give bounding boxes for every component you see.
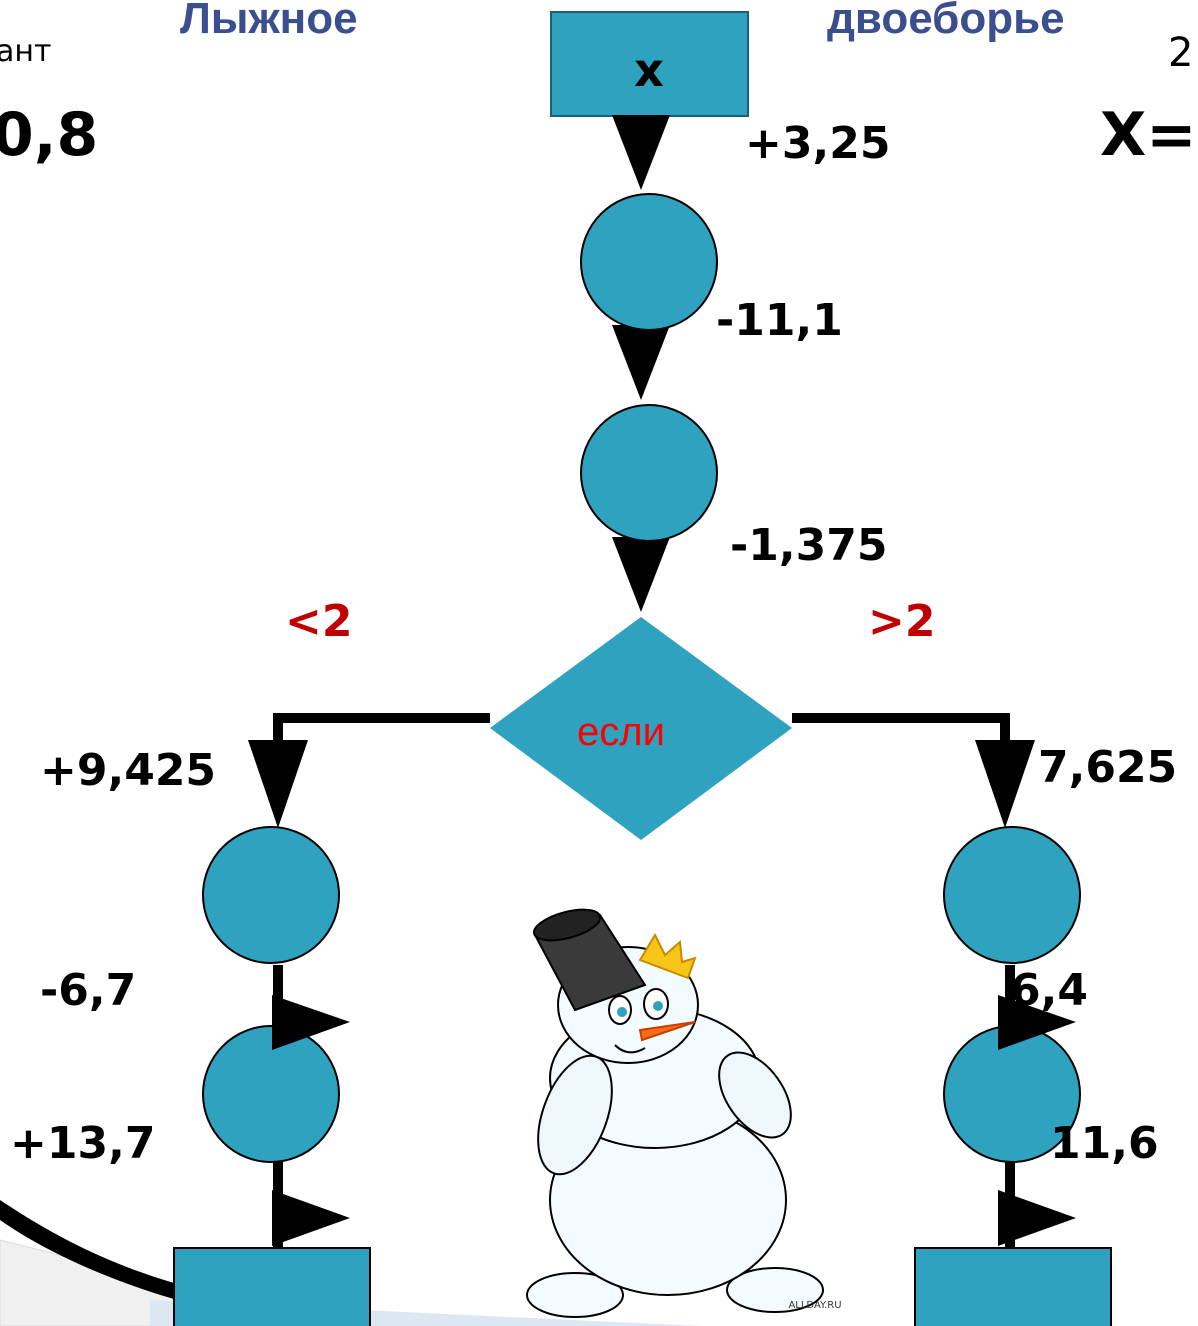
left-operation-label-2: -6,7 bbox=[40, 965, 137, 1016]
title-left: Лыжное bbox=[180, 0, 358, 43]
condition-right: >2 bbox=[868, 596, 936, 647]
right-branch-line bbox=[792, 713, 1010, 760]
watermark-text: ALLDAY.RU bbox=[788, 1300, 841, 1311]
decision-diamond bbox=[490, 617, 792, 840]
value-right-partial: X= bbox=[1100, 100, 1197, 170]
operation-circle-2 bbox=[580, 404, 718, 542]
operation-circle-1 bbox=[580, 193, 718, 331]
arrow-left-side-2 bbox=[272, 1190, 350, 1246]
right-operation-label-2: 6,4 bbox=[1010, 965, 1088, 1016]
snowman-illustration bbox=[526, 908, 824, 1318]
title-right: двоеборье bbox=[827, 0, 1065, 43]
start-box bbox=[550, 11, 749, 117]
left-operation-label-1: +9,425 bbox=[40, 745, 217, 796]
right-result-box bbox=[914, 1247, 1112, 1326]
decision-label: если bbox=[577, 710, 665, 754]
operation-label-3: -1,375 bbox=[730, 520, 888, 571]
right-operation-label-1: 7,625 bbox=[1038, 742, 1178, 793]
left-circle-2 bbox=[202, 1025, 340, 1163]
right-circle-1 bbox=[943, 826, 1081, 964]
arrow-right-branch bbox=[975, 740, 1035, 828]
arrow-down-2 bbox=[612, 325, 670, 400]
corner-left-partial-text: ант bbox=[0, 34, 52, 69]
arrow-left-branch bbox=[248, 740, 308, 828]
value-left-partial: 0,8 bbox=[0, 100, 99, 170]
left-operation-label-3: +13,7 bbox=[10, 1118, 156, 1169]
arrow-left-side-1 bbox=[272, 995, 350, 1050]
arrow-down-1 bbox=[612, 115, 670, 190]
arrow-right-side-2 bbox=[998, 1190, 1076, 1246]
operation-label-1: +3,25 bbox=[745, 118, 891, 169]
corner-right-number: 2 bbox=[1168, 30, 1194, 76]
arrow-right-side-1 bbox=[998, 995, 1076, 1050]
condition-left: <2 bbox=[285, 596, 353, 647]
operation-label-2: -11,1 bbox=[716, 295, 843, 346]
left-branch-line bbox=[273, 713, 490, 760]
right-operation-label-3: 11,6 bbox=[1050, 1118, 1159, 1169]
left-result-box bbox=[173, 1247, 371, 1326]
left-circle-1 bbox=[202, 826, 340, 964]
start-box-label: x bbox=[634, 43, 664, 97]
arrow-down-3 bbox=[612, 537, 670, 612]
